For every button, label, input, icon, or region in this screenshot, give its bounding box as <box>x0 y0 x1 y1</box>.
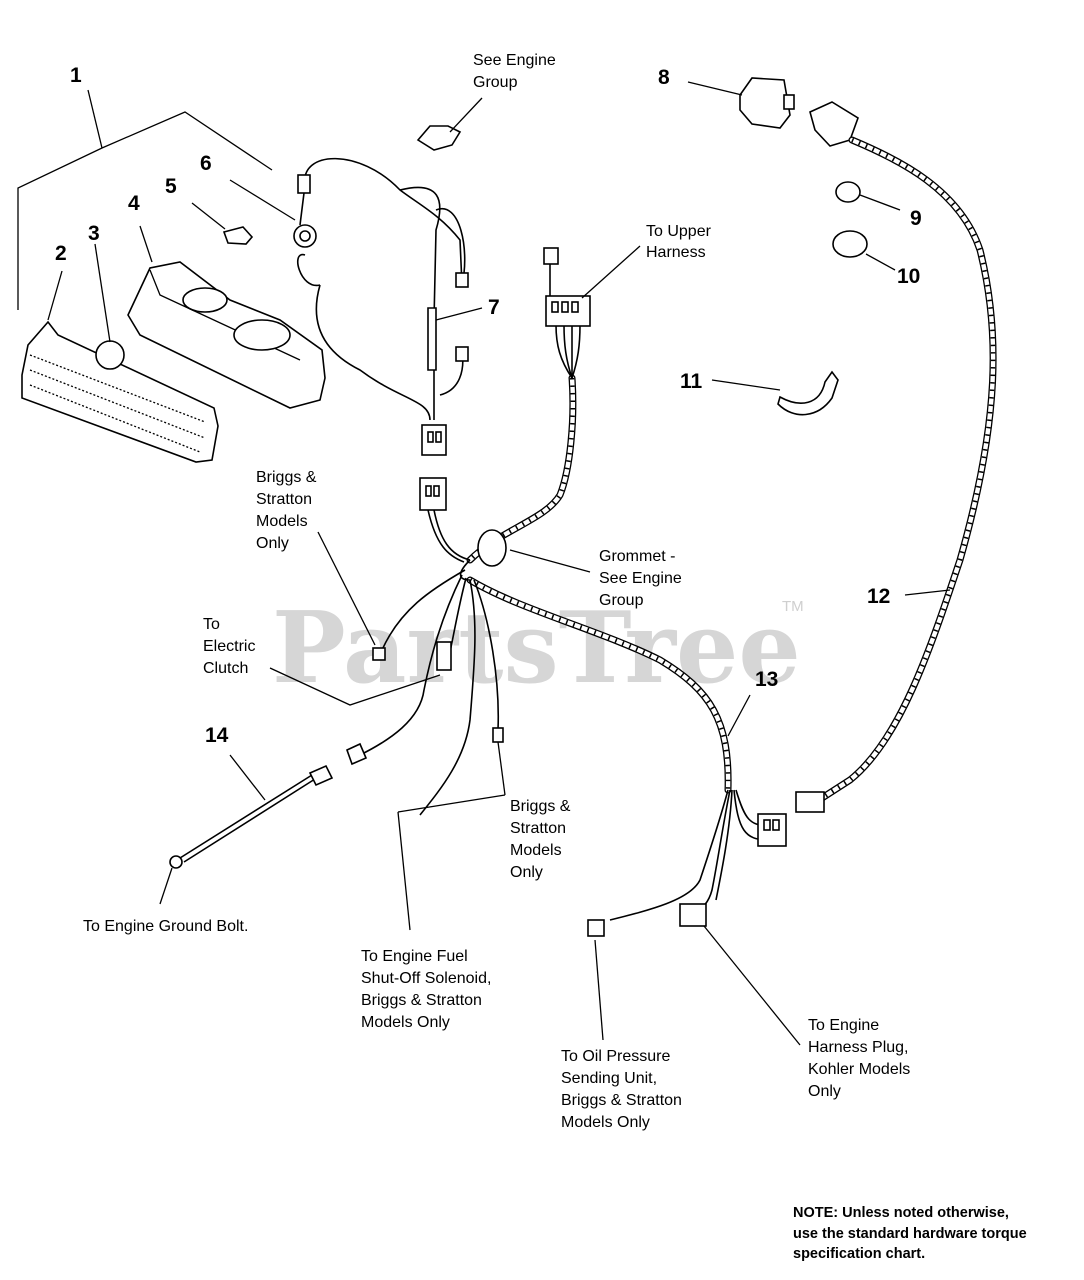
watermark-trademark: TM <box>782 598 804 615</box>
callout-10: 10 <box>897 265 920 288</box>
callout-1: 1 <box>70 64 82 87</box>
callout-9: 9 <box>910 207 922 230</box>
label-see-engine-group: See Engine Group <box>473 52 560 91</box>
bulb <box>95 340 125 370</box>
callout-13: 13 <box>755 668 778 691</box>
callout-14: 14 <box>205 724 229 747</box>
callout-12: 12 <box>867 585 890 608</box>
label-fuel-solenoid: To Engine Fuel Shut-Off Solenoid, Briggs… <box>361 948 496 1031</box>
label-kohler-plug: To Engine Harness Plug, Kohler Models On… <box>808 1017 915 1100</box>
label-briggs-models-only-b: Briggs & Stratton Models Only <box>510 798 575 881</box>
callout-6: 6 <box>200 152 212 175</box>
grommet <box>477 529 507 567</box>
clip <box>222 226 254 245</box>
solenoid <box>739 77 791 129</box>
callout-7: 7 <box>488 296 500 319</box>
oil-pressure-connector <box>587 919 605 937</box>
label-grommet: Grommet - See Engine Group <box>599 548 686 609</box>
label-ground-bolt: To Engine Ground Bolt. <box>83 918 248 935</box>
label-electric-clutch: To Electric Clutch <box>203 616 260 677</box>
bushing-10 <box>832 230 868 258</box>
main-harness <box>346 245 787 937</box>
ground-wire <box>169 754 334 869</box>
harness-12-end-connector <box>795 791 825 813</box>
callout-3: 3 <box>88 222 100 245</box>
bushing-9 <box>835 181 861 203</box>
solenoid-harness <box>687 77 997 813</box>
label-to-upper-harness: To Upper Harness <box>646 223 715 261</box>
strap-11 <box>777 370 839 416</box>
callout-2: 2 <box>55 242 67 265</box>
callout-11: 11 <box>680 370 703 393</box>
headlight-harness <box>296 97 483 456</box>
headlight-lens <box>21 320 219 463</box>
label-briggs-models-only-a: Briggs & Stratton Models Only <box>256 469 321 552</box>
callout-numbers: 1 2 3 4 5 6 7 8 9 10 11 12 13 14 <box>55 64 922 747</box>
text-labels: See Engine Group To Upper Harness Briggs… <box>83 52 915 1131</box>
callout-8: 8 <box>658 66 670 89</box>
label-oil-pressure: To Oil Pressure Sending Unit, Briggs & S… <box>561 1048 686 1131</box>
headlight-housing <box>127 261 326 409</box>
torque-note: NOTE: Unless noted otherwise, use the st… <box>793 1205 1031 1262</box>
callout-4: 4 <box>128 192 140 215</box>
leader-lines <box>159 531 801 1046</box>
callout-5: 5 <box>165 175 177 198</box>
headlight-assembly <box>17 89 326 463</box>
kohler-plug <box>679 903 707 927</box>
